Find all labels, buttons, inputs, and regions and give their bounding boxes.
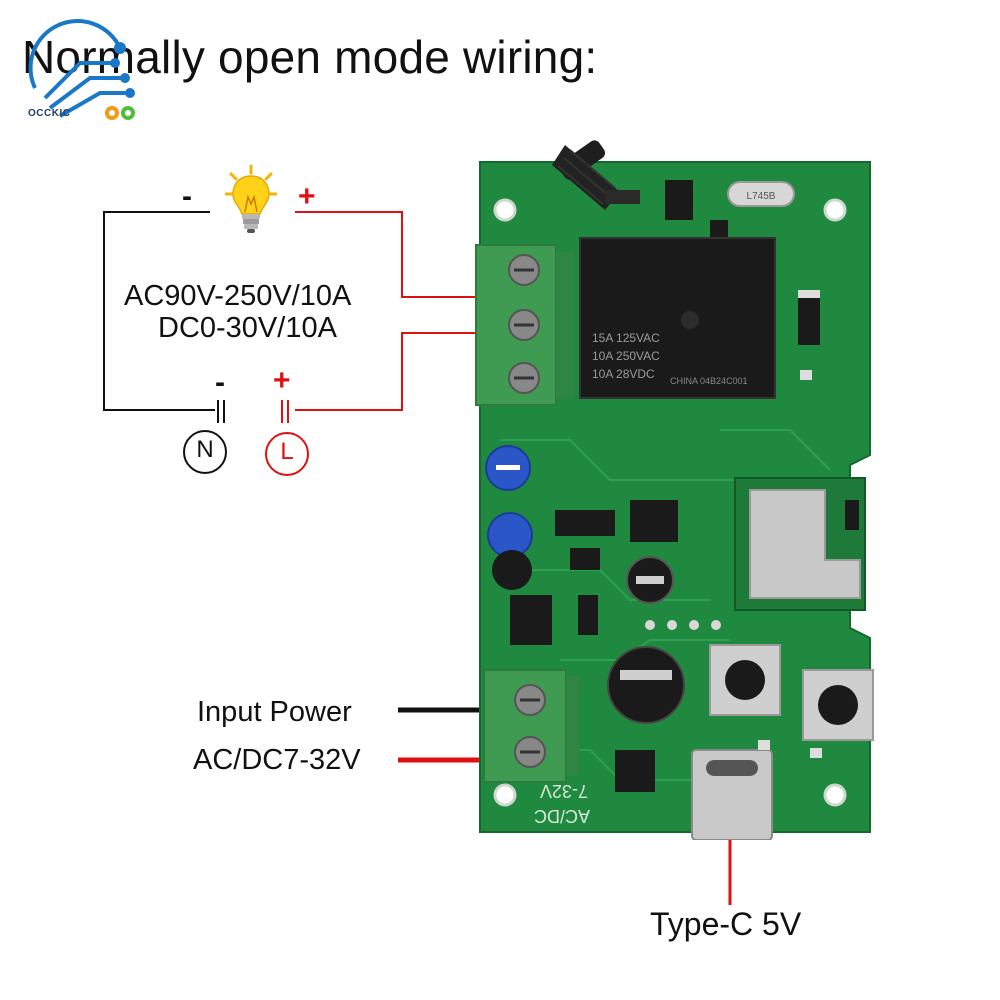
bulk-capacitor — [607, 646, 685, 724]
light-bulb-icon — [225, 164, 277, 233]
load-spec-ac: AC90V-250V/10A — [124, 280, 352, 312]
page-title: Normally open mode wiring: — [22, 31, 598, 83]
neutral-wire — [103, 211, 215, 411]
source-minus-sign: - — [215, 366, 225, 399]
input-voltage-label: AC/DC7-32V — [193, 744, 361, 776]
load-plus-sign: + — [298, 180, 316, 213]
relay-rating-2: 10A 250VAC — [592, 349, 660, 363]
inductor — [492, 550, 532, 590]
brand-logo — [28, 19, 135, 120]
input-power-label: Input Power — [197, 696, 352, 728]
source-plus-sign: + — [273, 364, 291, 397]
load-wire — [295, 211, 488, 298]
relay-board: L745B 15A 125VAC 10A 250VAC 10A 28VDC CH… — [475, 140, 874, 840]
gear-icon — [105, 106, 135, 120]
wifi-module — [734, 477, 866, 611]
load-minus-sign: - — [182, 180, 192, 213]
usb-label: Type-C 5V — [650, 906, 802, 942]
brand-name: OCCKIC — [28, 108, 71, 119]
neutral-terminal-icon — [183, 430, 227, 474]
antenna — [552, 140, 640, 210]
relay-maker: CHINA 04B24C001 — [670, 376, 748, 386]
input-terminal-block — [483, 669, 580, 783]
circuit-logo-icon — [28, 19, 130, 118]
usb-c-port — [691, 749, 773, 840]
silk-voltage: 7-32V — [540, 781, 588, 801]
relay-rating-1: 15A 125VAC — [592, 331, 660, 345]
live-terminal-icon — [265, 432, 309, 476]
output-terminal-block — [475, 244, 574, 406]
relay-rating-3: 10A 28VDC — [592, 367, 655, 381]
relay — [579, 237, 776, 399]
live-wire — [295, 332, 488, 411]
silk-acdc: AC/DC — [534, 806, 590, 826]
crystal-label: L745B — [747, 191, 776, 202]
neutral-label: N — [196, 436, 214, 463]
live-label: L — [280, 438, 294, 465]
push-buttons — [709, 644, 874, 741]
crystal — [727, 181, 795, 207]
load-spec-dc: DC0-30V/10A — [158, 312, 337, 344]
